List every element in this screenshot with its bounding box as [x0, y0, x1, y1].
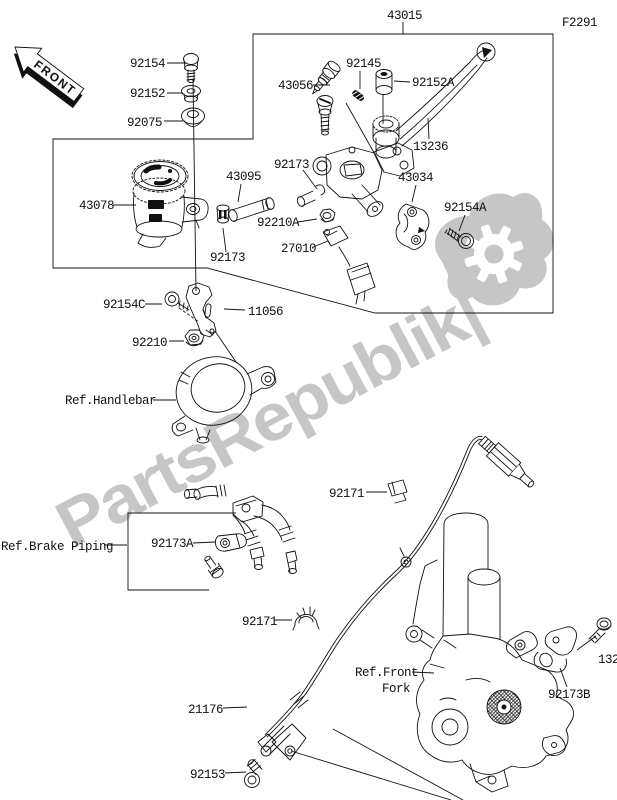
part-speed-sensor-21176 — [257, 723, 307, 761]
label-43078: 43078 — [79, 199, 114, 213]
label-132: 132 — [598, 653, 617, 667]
label-43034: 43034 — [398, 171, 433, 185]
part-washer-92152 — [181, 85, 201, 103]
part-clip-92173-lower — [216, 204, 230, 224]
label-92173: 92173 — [210, 251, 245, 265]
label-ref-brake-piping: Ref.Brake Piping — [1, 540, 113, 554]
part-brake-switch-27010 — [322, 225, 376, 305]
label-43056: 43056 — [278, 79, 313, 93]
part-bushing-92152a — [375, 69, 393, 95]
part-nut-92210 — [184, 329, 205, 347]
part-hose-21176 — [264, 435, 535, 738]
brake-piping-bracket — [127, 512, 236, 591]
leader-lines — [104, 62, 597, 774]
front-arrow: FRONT — [13, 46, 85, 109]
part-bleeder-43056 — [312, 60, 341, 95]
part-spring-92145 — [352, 90, 365, 101]
part-reservoir-43078 — [131, 159, 209, 248]
part-screw-92154c — [164, 291, 190, 312]
assembly-group-box — [52, 33, 554, 314]
label-92154a: 92154A — [444, 201, 487, 215]
label-fork: Fork — [382, 682, 410, 696]
part-front-fork-ref — [399, 512, 575, 793]
label-ref-front: Ref.Front — [355, 666, 418, 680]
part-clamp-92173a — [204, 533, 247, 579]
label-92210a: 92210A — [257, 216, 300, 230]
watermark: PartsRepublik| — [44, 193, 554, 563]
part-clip-92171-upper — [387, 479, 408, 504]
label-11056: 11056 — [248, 305, 283, 319]
part-handlebar-clamp-ref — [171, 356, 277, 444]
label-92173a: 92173A — [151, 537, 194, 551]
label-92152: 92152 — [130, 87, 165, 101]
label-92171: 92171 — [329, 487, 364, 501]
part-clamp-43034 — [395, 203, 430, 251]
part-master-cylinder-body — [296, 142, 415, 217]
label-92210: 92210 — [132, 336, 167, 350]
gear-icon — [464, 224, 524, 284]
part-clamp-92173b — [533, 626, 577, 673]
watermark-gear-logo — [435, 193, 554, 306]
label-21176: 21176 — [188, 703, 223, 717]
part-lever-pivot-stack — [372, 115, 400, 159]
part-brake-piping-junction-ref — [184, 484, 298, 574]
label-92154c: 92154C — [103, 298, 145, 312]
part-brake-lever-13236 — [395, 42, 496, 147]
part-bolt-92154a — [444, 227, 474, 249]
part-screw-132 — [588, 617, 612, 644]
label-92154: 92154 — [130, 57, 165, 71]
label-92173b: 92173B — [548, 688, 591, 702]
label-92171: 92171 — [242, 615, 277, 629]
part-clip-92171-lower — [292, 606, 320, 631]
part-bracket-11056 — [185, 282, 217, 338]
label-92153: 92153 — [190, 768, 225, 782]
label-13236: 13236 — [413, 140, 448, 154]
label-92075: 92075 — [127, 116, 162, 130]
label-ref-handlebar: Ref.Handlebar — [65, 394, 156, 408]
label-43095: 43095 — [226, 170, 261, 184]
part-screw-92153 — [244, 759, 263, 788]
part-nut-92210a — [319, 208, 336, 223]
part-screw-92154 — [183, 53, 199, 83]
label-92152a: 92152A — [412, 76, 455, 90]
part-screw-92154b — [316, 95, 334, 136]
part-hose-43095 — [228, 197, 275, 222]
label-92145: 92145 — [346, 57, 381, 71]
label-43015: 43015 — [387, 9, 422, 23]
part-grommet-92075 — [181, 107, 205, 127]
label-f2291: F2291 — [562, 16, 597, 30]
label-92173: 92173 — [274, 158, 309, 172]
exploded-view-diagonals — [290, 728, 464, 800]
label-27010: 27010 — [281, 242, 316, 256]
